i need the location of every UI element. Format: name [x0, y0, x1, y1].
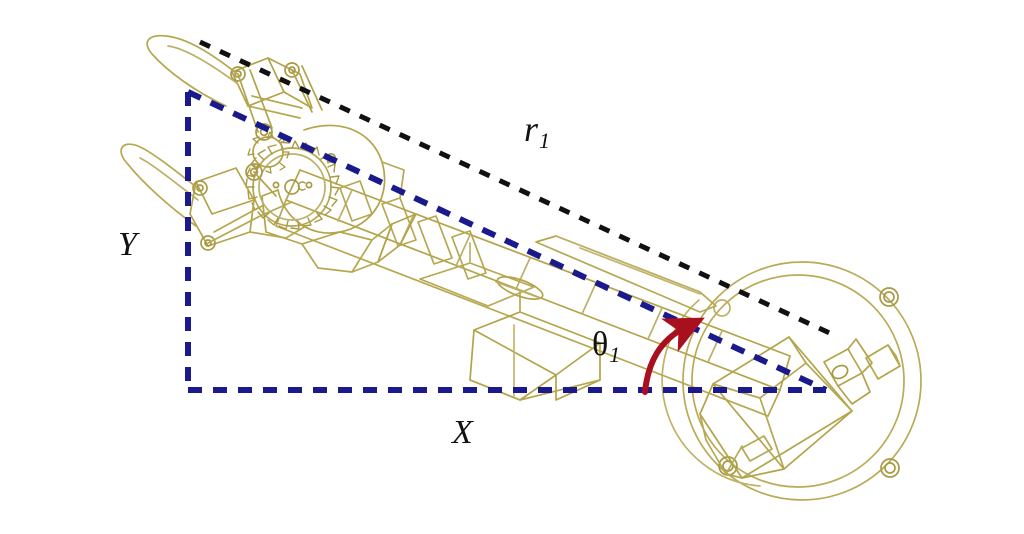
label-link-length-symbol: r [524, 109, 539, 149]
rotary-base [661, 261, 922, 501]
r1-link-line [198, 39, 838, 339]
theta1-angle-arrow [642, 317, 705, 395]
label-joint-angle-symbol: θ [592, 326, 609, 363]
label-joint-angle: θ1 [592, 326, 620, 368]
gripper-linkage-lower [189, 163, 307, 251]
label-link-length-subscript: 1 [539, 127, 551, 153]
gripper-finger-lower [120, 143, 201, 227]
triangle-hypotenuse [186, 89, 828, 393]
gripper-finger-upper [146, 34, 241, 107]
label-y-axis: Y [118, 226, 137, 263]
label-joint-angle-subscript: 1 [609, 342, 621, 368]
arm-body [275, 169, 791, 417]
label-link-length: r1 [524, 108, 550, 154]
robot-arm-drawing [120, 34, 922, 501]
reference-triangle [185, 89, 828, 393]
label-x-axis: X [452, 414, 473, 451]
shoulder-bracket [699, 336, 901, 479]
